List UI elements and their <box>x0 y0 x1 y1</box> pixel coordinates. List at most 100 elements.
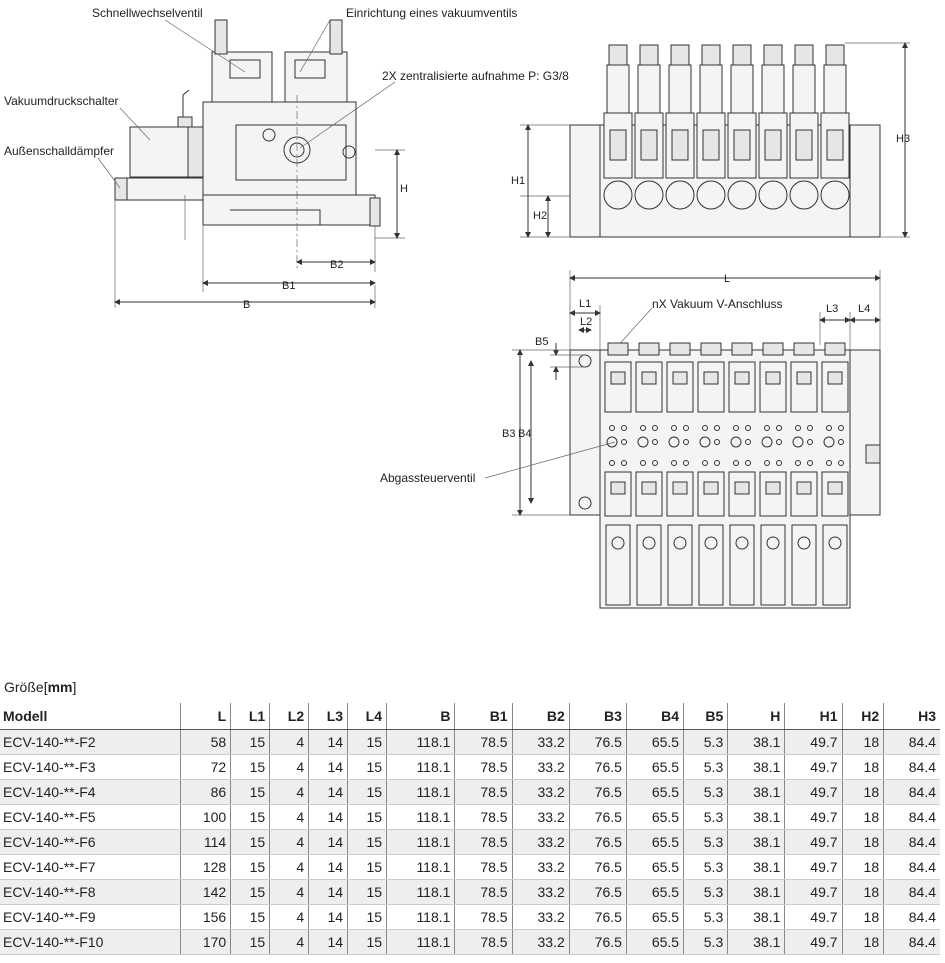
port-circle <box>696 180 726 210</box>
switch-module <box>698 524 724 606</box>
valve-top <box>821 361 849 413</box>
value-cell: 38.1 <box>727 879 785 905</box>
connector <box>703 371 719 385</box>
value-cell: 15 <box>347 854 387 880</box>
column-header: H1 <box>784 703 843 730</box>
value-cell: 4 <box>269 929 309 955</box>
value-cell: 18 <box>841 829 884 855</box>
label-anschluss: nX Vakuum V-Anschluss <box>652 297 783 311</box>
screw <box>683 425 689 431</box>
screw <box>652 439 658 445</box>
top-valve-module <box>604 342 632 606</box>
switch-module <box>667 524 693 606</box>
vacuum-port <box>700 342 722 356</box>
switch-module <box>822 524 848 606</box>
value-cell: 14 <box>308 854 348 880</box>
dim-b5: B5 <box>535 336 548 348</box>
top-valve-module <box>790 342 818 606</box>
valve-top <box>759 361 787 413</box>
value-cell: 65.5 <box>625 829 684 855</box>
valve-body <box>668 64 692 114</box>
label-druckschalter: Vakuumdruckschalter <box>4 94 119 108</box>
connector <box>610 371 626 385</box>
dim-h1: H1 <box>511 175 525 187</box>
exhaust-knob <box>637 436 649 448</box>
screw <box>807 439 813 445</box>
value-cell: 65.5 <box>625 779 684 805</box>
column-header: B3 <box>568 703 627 730</box>
value-cell: 49.7 <box>784 779 843 805</box>
dim-h: H <box>400 183 408 195</box>
value-cell: 65.5 <box>625 729 684 755</box>
connector <box>734 481 750 495</box>
value-cell: 15 <box>230 754 270 780</box>
value-cell: 118.1 <box>386 929 455 955</box>
screw <box>764 460 770 466</box>
screw <box>745 439 751 445</box>
vacuum-port <box>638 342 660 356</box>
value-cell: 18 <box>841 804 884 830</box>
dim-l: L <box>724 273 730 285</box>
model-cell: ECV-140-**-F4 <box>0 779 181 805</box>
value-cell: 76.5 <box>568 754 627 780</box>
valve-cap <box>794 44 814 66</box>
value-cell: 49.7 <box>784 879 843 905</box>
screw <box>702 425 708 431</box>
value-cell: 118.1 <box>386 904 455 930</box>
value-cell: 15 <box>230 829 270 855</box>
dim-l4: L4 <box>858 303 870 315</box>
value-cell: 100 <box>179 804 231 830</box>
exhaust-knob <box>823 436 835 448</box>
valve-top <box>635 361 663 413</box>
adjust-knob <box>735 536 749 550</box>
value-cell: 15 <box>347 929 387 955</box>
value-cell: 76.5 <box>568 929 627 955</box>
value-cell: 18 <box>841 879 884 905</box>
screw <box>714 425 720 431</box>
value-cell: 5.3 <box>683 854 728 880</box>
value-cell: 76.5 <box>568 729 627 755</box>
valve-cap <box>732 44 752 66</box>
front-valve-module <box>789 44 819 210</box>
value-cell: 15 <box>230 879 270 905</box>
vacuum-port <box>762 342 784 356</box>
value-cell: 38.1 <box>727 904 785 930</box>
value-cell: 5.3 <box>683 904 728 930</box>
screw <box>671 460 677 466</box>
adjust-knob <box>797 536 811 550</box>
column-header: H3 <box>883 703 940 730</box>
switch-display <box>826 129 844 161</box>
value-cell: 15 <box>230 904 270 930</box>
switch-module <box>636 524 662 606</box>
top-valve-module <box>697 342 725 606</box>
value-cell: 33.2 <box>511 754 570 780</box>
model-cell: ECV-140-**-F3 <box>0 754 181 780</box>
side-view: H B2 B1 B <box>97 19 408 311</box>
value-cell: 78.5 <box>454 829 513 855</box>
value-cell: 33.2 <box>511 804 570 830</box>
top-valve-module <box>635 342 663 606</box>
model-cell: ECV-140-**-F6 <box>0 829 181 855</box>
size-unit: mm <box>47 679 73 695</box>
value-cell: 78.5 <box>454 779 513 805</box>
dim-l3: L3 <box>826 303 838 315</box>
value-cell: 33.2 <box>511 904 570 930</box>
switch-display <box>609 129 627 161</box>
value-cell: 49.7 <box>784 829 843 855</box>
screw <box>807 425 813 431</box>
value-cell: 58 <box>179 729 231 755</box>
front-valve-module <box>758 44 788 210</box>
vacuum-port <box>824 342 846 356</box>
value-cell: 4 <box>269 729 309 755</box>
value-cell: 38.1 <box>727 754 785 780</box>
connector <box>641 481 657 495</box>
screw <box>640 460 646 466</box>
value-cell: 18 <box>841 729 884 755</box>
value-cell: 65.5 <box>625 854 684 880</box>
value-cell: 33.2 <box>511 829 570 855</box>
value-cell: 49.7 <box>784 754 843 780</box>
connector <box>734 371 750 385</box>
size-heading: Größe[mm] <box>4 679 77 695</box>
value-cell: 5.3 <box>683 879 728 905</box>
